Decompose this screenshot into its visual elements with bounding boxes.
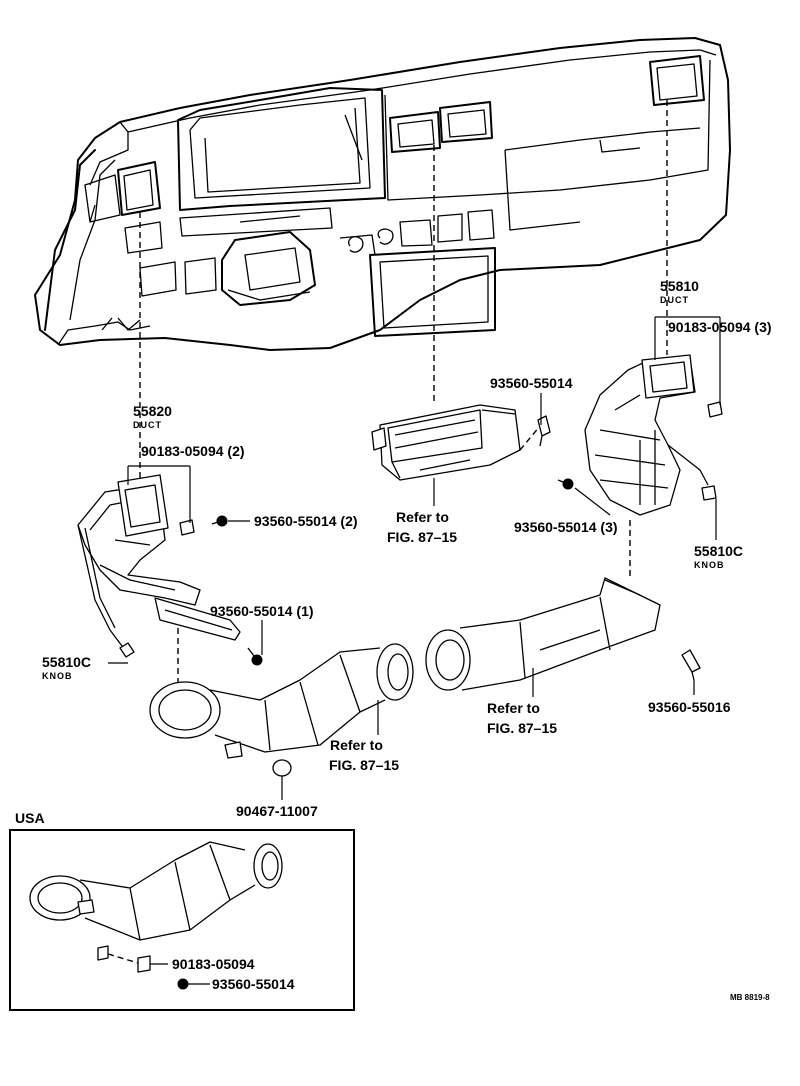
label-ref-left-1: Refer to (330, 737, 383, 753)
label-ref-center-2: FIG. 87–15 (387, 529, 457, 545)
label-knob-left: KNOB (42, 671, 73, 681)
label-knob-right: KNOB (694, 560, 725, 570)
label-ref-right-2: FIG. 87–15 (487, 720, 557, 736)
instrument-panel-drawing (34, 37, 731, 351)
label-ref-left-2: FIG. 87–15 (329, 757, 399, 773)
usa-inset (9, 829, 355, 1011)
label-90183-05094-2: 90183-05094 (2) (141, 443, 245, 459)
label-55810-duct: DUCT (660, 295, 689, 305)
duct-55820-drawing (77, 474, 241, 658)
label-93560-55014-top: 93560-55014 (490, 375, 573, 391)
fasteners (211, 478, 574, 666)
label-93560-55016: 93560-55016 (648, 699, 731, 715)
label-55810c-right: 55810C (694, 543, 743, 559)
label-93560-55014-2: 93560-55014 (2) (254, 513, 358, 529)
label-55810: 55810 (660, 278, 699, 294)
label-usa: USA (15, 810, 45, 826)
label-93560-55014-3: 93560-55014 (3) (514, 519, 618, 535)
label-usa-90183: 90183-05094 (172, 956, 255, 972)
label-93560-55014-1: 93560-55014 (1) (210, 603, 314, 619)
left-hose-drawing (149, 643, 414, 777)
label-90467-11007: 90467-11007 (236, 803, 318, 819)
center-vent-drawing (371, 404, 551, 481)
label-55820: 55820 (133, 403, 172, 419)
label-55820-duct: DUCT (133, 420, 162, 430)
label-55810c-left: 55810C (42, 654, 91, 670)
labels: 55810 DUCT 90183-05094 (3) 93560-55014 5… (15, 278, 772, 1002)
alignment-lines (139, 100, 668, 690)
label-usa-93560: 93560-55014 (212, 976, 295, 992)
label-90183-05094-3: 90183-05094 (3) (668, 319, 772, 335)
label-ref-right-1: Refer to (487, 700, 540, 716)
leader-lines (108, 316, 721, 800)
right-hose-drawing (425, 577, 701, 691)
duct-55810-drawing (584, 354, 723, 516)
label-ref-center-1: Refer to (396, 509, 449, 525)
figure-code: MB 8819-8 (730, 993, 770, 1002)
